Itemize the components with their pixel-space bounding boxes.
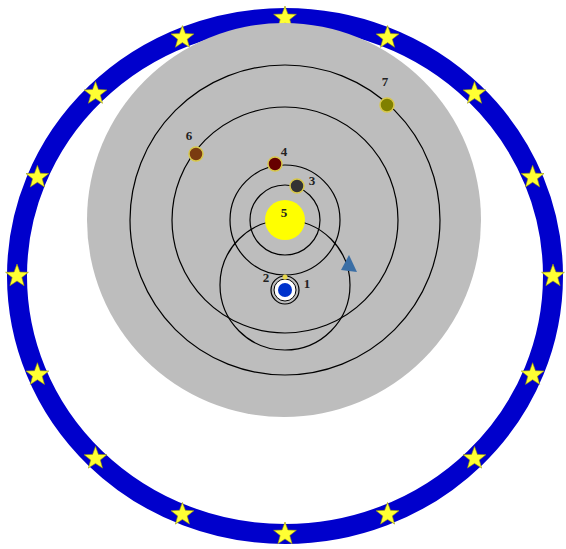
moon <box>283 275 288 280</box>
callout-number: 3 <box>309 174 316 187</box>
mars <box>189 147 203 161</box>
star <box>521 165 544 187</box>
star <box>26 363 49 385</box>
star <box>376 26 399 48</box>
star <box>542 264 565 286</box>
star <box>84 446 107 468</box>
callout-number: 1 <box>304 277 311 290</box>
callout-number: 5 <box>281 206 288 219</box>
earth <box>278 283 292 297</box>
callout-number: 6 <box>186 129 193 142</box>
callout-number: 7 <box>382 75 389 88</box>
jupiter <box>380 98 394 112</box>
callout-number: 2 <box>263 271 270 284</box>
star <box>26 165 49 187</box>
star <box>463 446 486 468</box>
direction-arrow <box>341 255 357 272</box>
earth-ring <box>274 279 296 301</box>
star <box>376 502 399 524</box>
star <box>6 264 29 286</box>
sphere-of-fixed-stars <box>17 18 553 534</box>
star <box>171 26 194 48</box>
star <box>521 363 544 385</box>
callout-number: 4 <box>281 145 288 158</box>
star <box>84 82 107 104</box>
star <box>463 82 486 104</box>
fixed-stars <box>6 6 565 544</box>
star <box>274 522 297 544</box>
star <box>171 502 194 524</box>
venus <box>268 157 282 171</box>
planetary-region <box>87 23 481 417</box>
mercury <box>290 179 304 193</box>
orbits <box>130 65 440 375</box>
sun <box>265 200 305 240</box>
